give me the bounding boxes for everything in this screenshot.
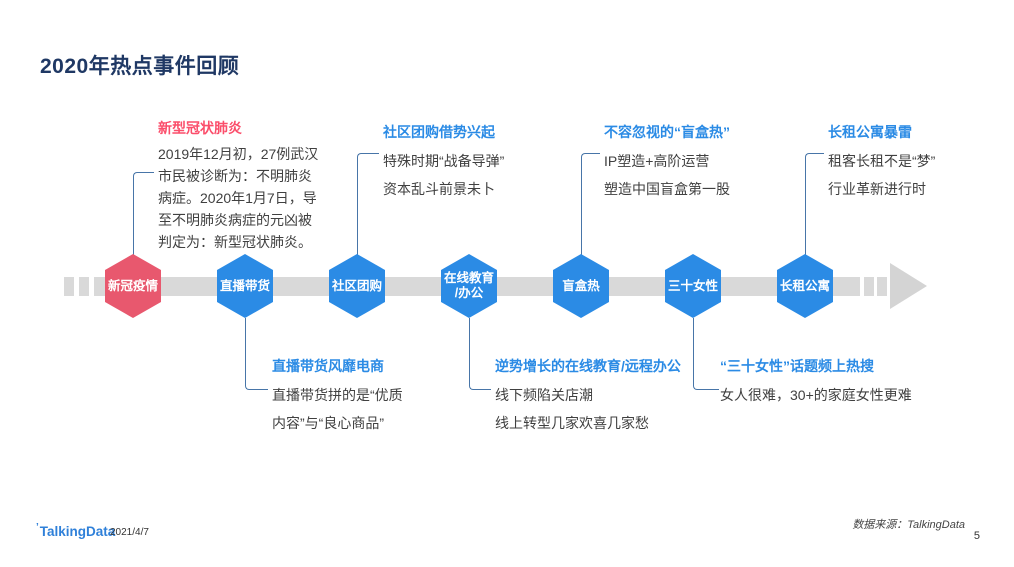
logo-text: TalkingData: [39, 524, 116, 539]
annotation-line: 塑造中国盲盒第一股: [604, 181, 730, 197]
annotation-covid: 新型冠状肺炎 2019年12月初，27例武汉 市民被诊断为：不明肺炎 病症。20…: [158, 118, 318, 253]
annotation-line: 线下频陷关店潮: [495, 387, 593, 403]
track-dash: [864, 277, 874, 296]
annotation-title: 社区团购借势兴起: [383, 124, 495, 140]
track-dash: [877, 277, 887, 296]
annotation-line: 租客长租不是“梦”: [828, 153, 936, 169]
node-livestream: 直播带货: [217, 254, 273, 318]
slide-date: 2021/4/7: [110, 527, 149, 538]
connector-covid: [133, 172, 154, 255]
talkingdata-logo: ’TalkingData: [36, 522, 115, 539]
connector-livestream: [245, 318, 268, 390]
annotation-line: IP塑造+高阶运营: [604, 153, 710, 169]
annotation-line: 病症。2020年1月7日，导: [158, 190, 317, 206]
logo-tick: ’: [36, 522, 39, 533]
annotation-long-rent: 长租公寓暴雷 租客长租不是“梦” 行业革新进行时: [828, 122, 935, 203]
node-long-rent: 长租公寓: [777, 254, 833, 318]
node-label: 直播带货: [219, 278, 270, 293]
node-covid: 新冠疫情: [105, 254, 161, 318]
connector-long-rent: [805, 153, 824, 255]
annotation-online-edu: 逆势增长的在线教育/远程办公 线下频陷关店潮 线上转型几家欢喜几家愁: [495, 356, 681, 437]
annotation-line: 直播带货拼的是“优质: [272, 387, 403, 403]
connector-blind-box: [581, 153, 600, 255]
node-community-group-buy: 社区团购: [329, 254, 385, 318]
node-thirty-women: 三十女性: [665, 254, 721, 318]
annotation-title: 长租公寓暴雷: [828, 124, 912, 140]
annotation-line: 线上转型几家欢喜几家愁: [495, 415, 649, 431]
node-label: 社区团购: [331, 278, 382, 293]
node-label: 新冠疫情: [107, 278, 158, 293]
annotation-line: 女人很难，30+的家庭女性更难: [720, 387, 912, 403]
data-source-note: 数据来源：TalkingData: [852, 519, 965, 531]
annotation-blind-box: 不容忽视的“盲盒热” IP塑造+高阶运营 塑造中国盲盒第一股: [604, 122, 730, 203]
timeline-arrow-icon: [890, 263, 927, 309]
annotation-line: 特殊时期“战备导弹”: [383, 153, 505, 169]
annotation-line: 至不明肺炎病症的元凶被: [158, 212, 312, 228]
connector-community-group-buy: [357, 153, 379, 255]
track-dash: [94, 277, 104, 296]
node-label: 在线教育: [443, 271, 494, 285]
annotation-title: “三十女性”话题频上热搜: [720, 358, 874, 374]
annotation-line: 判定为：新型冠状肺炎。: [158, 234, 312, 250]
connector-online-edu: [469, 318, 491, 390]
node-online-edu: 在线教育 /办公: [441, 254, 497, 318]
annotation-line: 行业革新进行时: [828, 181, 926, 197]
annotation-title: 不容忽视的“盲盒热”: [604, 124, 730, 140]
node-label: 盲盒热: [562, 278, 600, 293]
annotation-title: 直播带货风靡电商: [272, 358, 384, 374]
annotation-thirty-women: “三十女性”话题频上热搜 女人很难，30+的家庭女性更难: [720, 356, 912, 409]
track-dash: [79, 277, 89, 296]
node-label: 三十女性: [667, 278, 718, 293]
node-blind-box: 盲盒热: [553, 254, 609, 318]
annotation-community-group-buy: 社区团购借势兴起 特殊时期“战备导弹” 资本乱斗前景未卜: [383, 122, 504, 203]
annotation-line: 内容”与“良心商品”: [272, 415, 384, 431]
annotation-line: 市民被诊断为：不明肺炎: [158, 168, 312, 184]
annotation-title: 逆势增长的在线教育/远程办公: [495, 358, 681, 374]
page-number: 5: [973, 530, 980, 542]
track-dash: [64, 277, 74, 296]
page-title: 2020年热点事件回顾: [40, 55, 240, 78]
connector-thirty-women: [693, 318, 719, 390]
node-label-2: /办公: [454, 286, 484, 300]
annotation-title: 新型冠状肺炎: [158, 120, 242, 136]
node-label: 长租公寓: [779, 278, 830, 293]
annotation-line: 资本乱斗前景未卜: [383, 181, 495, 197]
annotation-livestream: 直播带货风靡电商 直播带货拼的是“优质 内容”与“良心商品”: [272, 356, 403, 437]
annotation-line: 2019年12月初，27例武汉: [158, 146, 319, 162]
